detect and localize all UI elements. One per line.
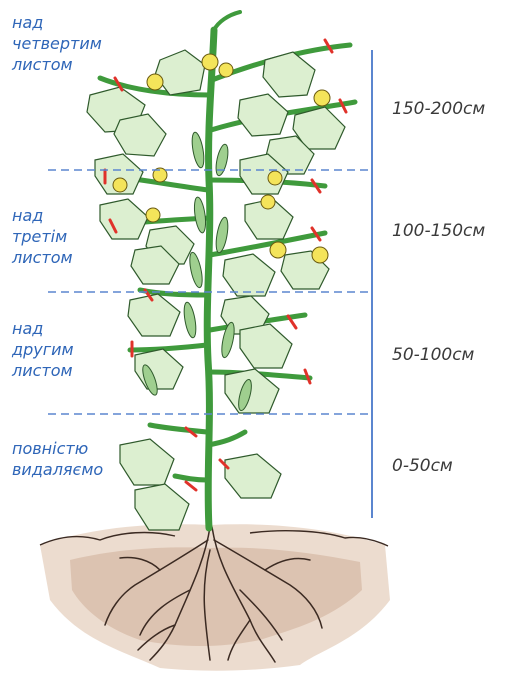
height-range-top: 150-200см — [392, 99, 485, 119]
height-range-upper: 100-150см — [392, 221, 485, 241]
height-range-middle: 50-100см — [392, 345, 474, 365]
zone-instruction-bottom: повністю видаляємо — [12, 438, 103, 480]
zone-instruction-top: над четвертим листом — [12, 12, 102, 75]
zone-instruction-upper: над третім листом — [12, 205, 73, 268]
leaves — [87, 50, 345, 530]
main-stem — [207, 30, 214, 528]
zone-instruction-middle: над другим листом — [12, 318, 74, 381]
soil — [40, 524, 390, 670]
height-range-bottom: 0-50см — [392, 456, 453, 476]
